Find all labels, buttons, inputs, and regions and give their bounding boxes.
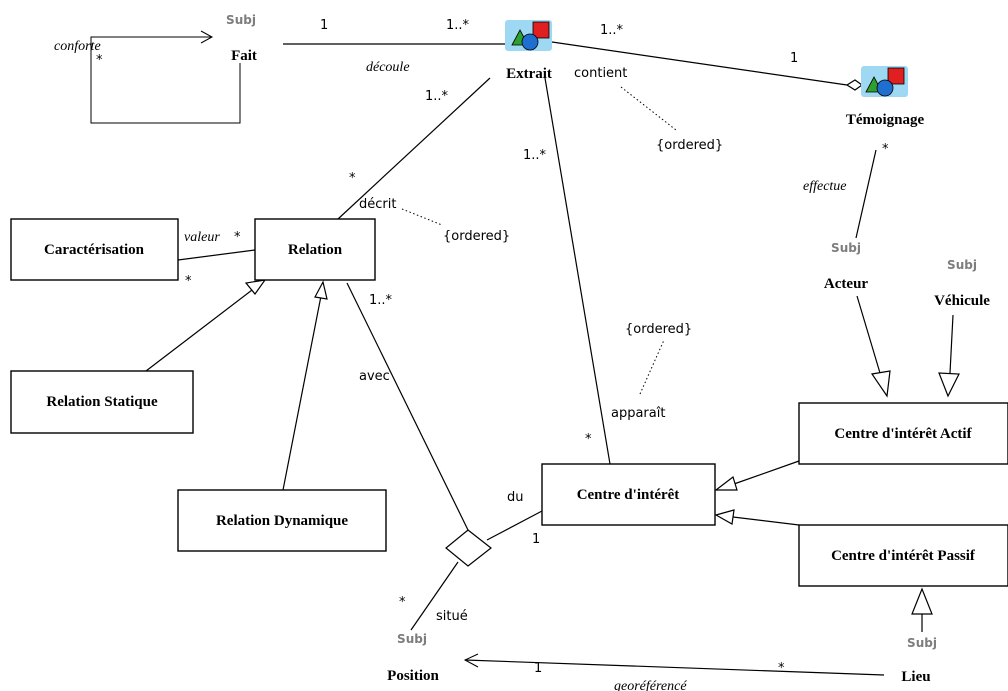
class-relation-statique[interactable]: Relation Statique xyxy=(10,370,194,434)
role-conforte: conforte xyxy=(54,39,101,54)
mult-position-situe: * xyxy=(399,595,406,610)
statique-relation-generalization xyxy=(145,286,257,372)
extrait-temoignage-association xyxy=(551,41,848,86)
centre-du-association xyxy=(486,510,543,541)
conforte-arrowhead xyxy=(200,30,214,44)
subj-stereotype-icon: Subj xyxy=(947,258,977,272)
decrit-ordered-connector xyxy=(401,208,443,226)
class-composite-icon xyxy=(505,20,552,51)
role-georeference: georéférencé xyxy=(614,679,687,691)
mult-centre-apparait: * xyxy=(585,432,592,447)
subj-stereotype-icon: Subj xyxy=(397,632,427,646)
mult-temoignage-effectue: * xyxy=(882,142,889,157)
constraint-ordered-contient: {ordered} xyxy=(656,138,723,153)
mult-extrait-decrit: 1..* xyxy=(425,89,449,104)
acteur-actif-generalization xyxy=(856,295,881,374)
temoignage-aggregation-diamond xyxy=(845,79,864,91)
extrait-icon-square xyxy=(532,21,550,39)
role-contient: contient xyxy=(574,66,627,81)
constraint-ordered-apparait: {ordered} xyxy=(625,322,692,337)
subj-stereotype-icon: Subj xyxy=(831,241,861,255)
class-centre-interet-name: Centre d'intérêt xyxy=(577,487,680,503)
mult-relation-decrit: * xyxy=(349,171,356,186)
class-caracterisation-name: Caractérisation xyxy=(44,242,145,258)
class-relation-dynamique[interactable]: Relation Dynamique xyxy=(177,489,387,552)
role-valeur: valeur xyxy=(184,230,220,245)
role-apparait: apparaît xyxy=(611,406,665,421)
relation-avec-association xyxy=(346,282,469,531)
role-avec: avec xyxy=(359,369,390,384)
node-vehicule[interactable]: Véhicule xyxy=(934,293,990,309)
mult-centre-du: 1 xyxy=(532,532,540,547)
actif-generalization-triangle xyxy=(714,475,738,491)
acteur-generalization-triangle xyxy=(870,370,891,398)
mult-position-georeference: 1 xyxy=(534,661,542,676)
constraint-ordered-decrit: {ordered} xyxy=(443,229,510,244)
extrait-relation-association xyxy=(337,77,491,220)
node-temoignage[interactable]: Témoignage xyxy=(846,112,925,128)
node-acteur[interactable]: Acteur xyxy=(824,276,868,292)
class-centre-actif[interactable]: Centre d'intérêt Actif xyxy=(798,402,1008,465)
mult-extrait-apparait: 1..* xyxy=(523,148,547,163)
apparait-ordered-connector xyxy=(639,339,665,395)
temoignage-acteur-association xyxy=(855,149,877,239)
class-relation-name: Relation xyxy=(288,242,343,258)
class-caracterisation[interactable]: Caractérisation xyxy=(10,218,179,281)
class-centre-actif-name: Centre d'intérêt Actif xyxy=(834,426,972,442)
position-situe-association xyxy=(410,561,459,631)
node-fait[interactable]: Fait xyxy=(231,48,257,64)
mult-fait-decoule: 1 xyxy=(320,18,328,33)
class-relation-dynamique-name: Relation Dynamique xyxy=(216,513,348,529)
node-lieu[interactable]: Lieu xyxy=(901,669,930,685)
mult-relation-valeur: * xyxy=(234,230,241,245)
role-effectue: effectue xyxy=(803,179,847,194)
class-centre-interet[interactable]: Centre d'intérêt xyxy=(541,463,716,526)
class-relation[interactable]: Relation xyxy=(254,218,376,281)
vehicule-generalization-triangle xyxy=(938,372,960,398)
mult-conforte: * xyxy=(96,53,103,68)
actif-centre-generalization xyxy=(733,460,800,485)
class-composite-icon xyxy=(861,66,908,97)
contient-ordered-connector xyxy=(620,86,677,131)
lieu-generalization-triangle xyxy=(911,587,933,615)
vehicule-actif-generalization xyxy=(949,314,954,374)
mult-extrait-contient: 1..* xyxy=(600,23,624,38)
mult-caracterisation: * xyxy=(185,274,192,289)
role-du: du xyxy=(507,490,524,505)
passif-generalization-triangle xyxy=(714,509,735,525)
dynamique-generalization-triangle xyxy=(314,280,328,300)
mult-relation-avec: 1..* xyxy=(369,293,393,308)
mult-lieu-georeference: * xyxy=(778,661,785,676)
subj-stereotype-icon: Subj xyxy=(226,13,256,27)
dynamique-relation-generalization xyxy=(282,295,322,491)
role-decrit: décrit xyxy=(359,197,396,212)
temoignage-icon-square xyxy=(887,67,905,85)
temoignage-icon-circle xyxy=(876,79,894,97)
class-relation-statique-name: Relation Statique xyxy=(46,394,158,410)
node-extrait[interactable]: Extrait xyxy=(506,66,552,82)
ternary-association-diamond xyxy=(445,529,492,567)
passif-centre-generalization xyxy=(732,516,800,526)
subj-stereotype-icon: Subj xyxy=(907,636,937,650)
lieu-position-association xyxy=(464,659,885,676)
extrait-icon-circle xyxy=(521,33,539,51)
role-situe: situé xyxy=(436,609,468,624)
class-centre-passif-name: Centre d'intérêt Passif xyxy=(831,548,976,564)
class-centre-passif[interactable]: Centre d'intérêt Passif xyxy=(798,524,1008,587)
conforte-self-association xyxy=(90,36,241,124)
caracterisation-relation-association xyxy=(177,249,256,261)
node-position[interactable]: Position xyxy=(387,668,439,684)
statique-generalization-triangle xyxy=(244,279,267,295)
georeference-arrowhead xyxy=(463,653,479,668)
role-decoule: découle xyxy=(366,60,410,75)
extrait-centre-association xyxy=(544,77,611,465)
mult-extrait-decoule: 1..* xyxy=(446,18,470,33)
mult-temoignage-contient: 1 xyxy=(790,51,798,66)
